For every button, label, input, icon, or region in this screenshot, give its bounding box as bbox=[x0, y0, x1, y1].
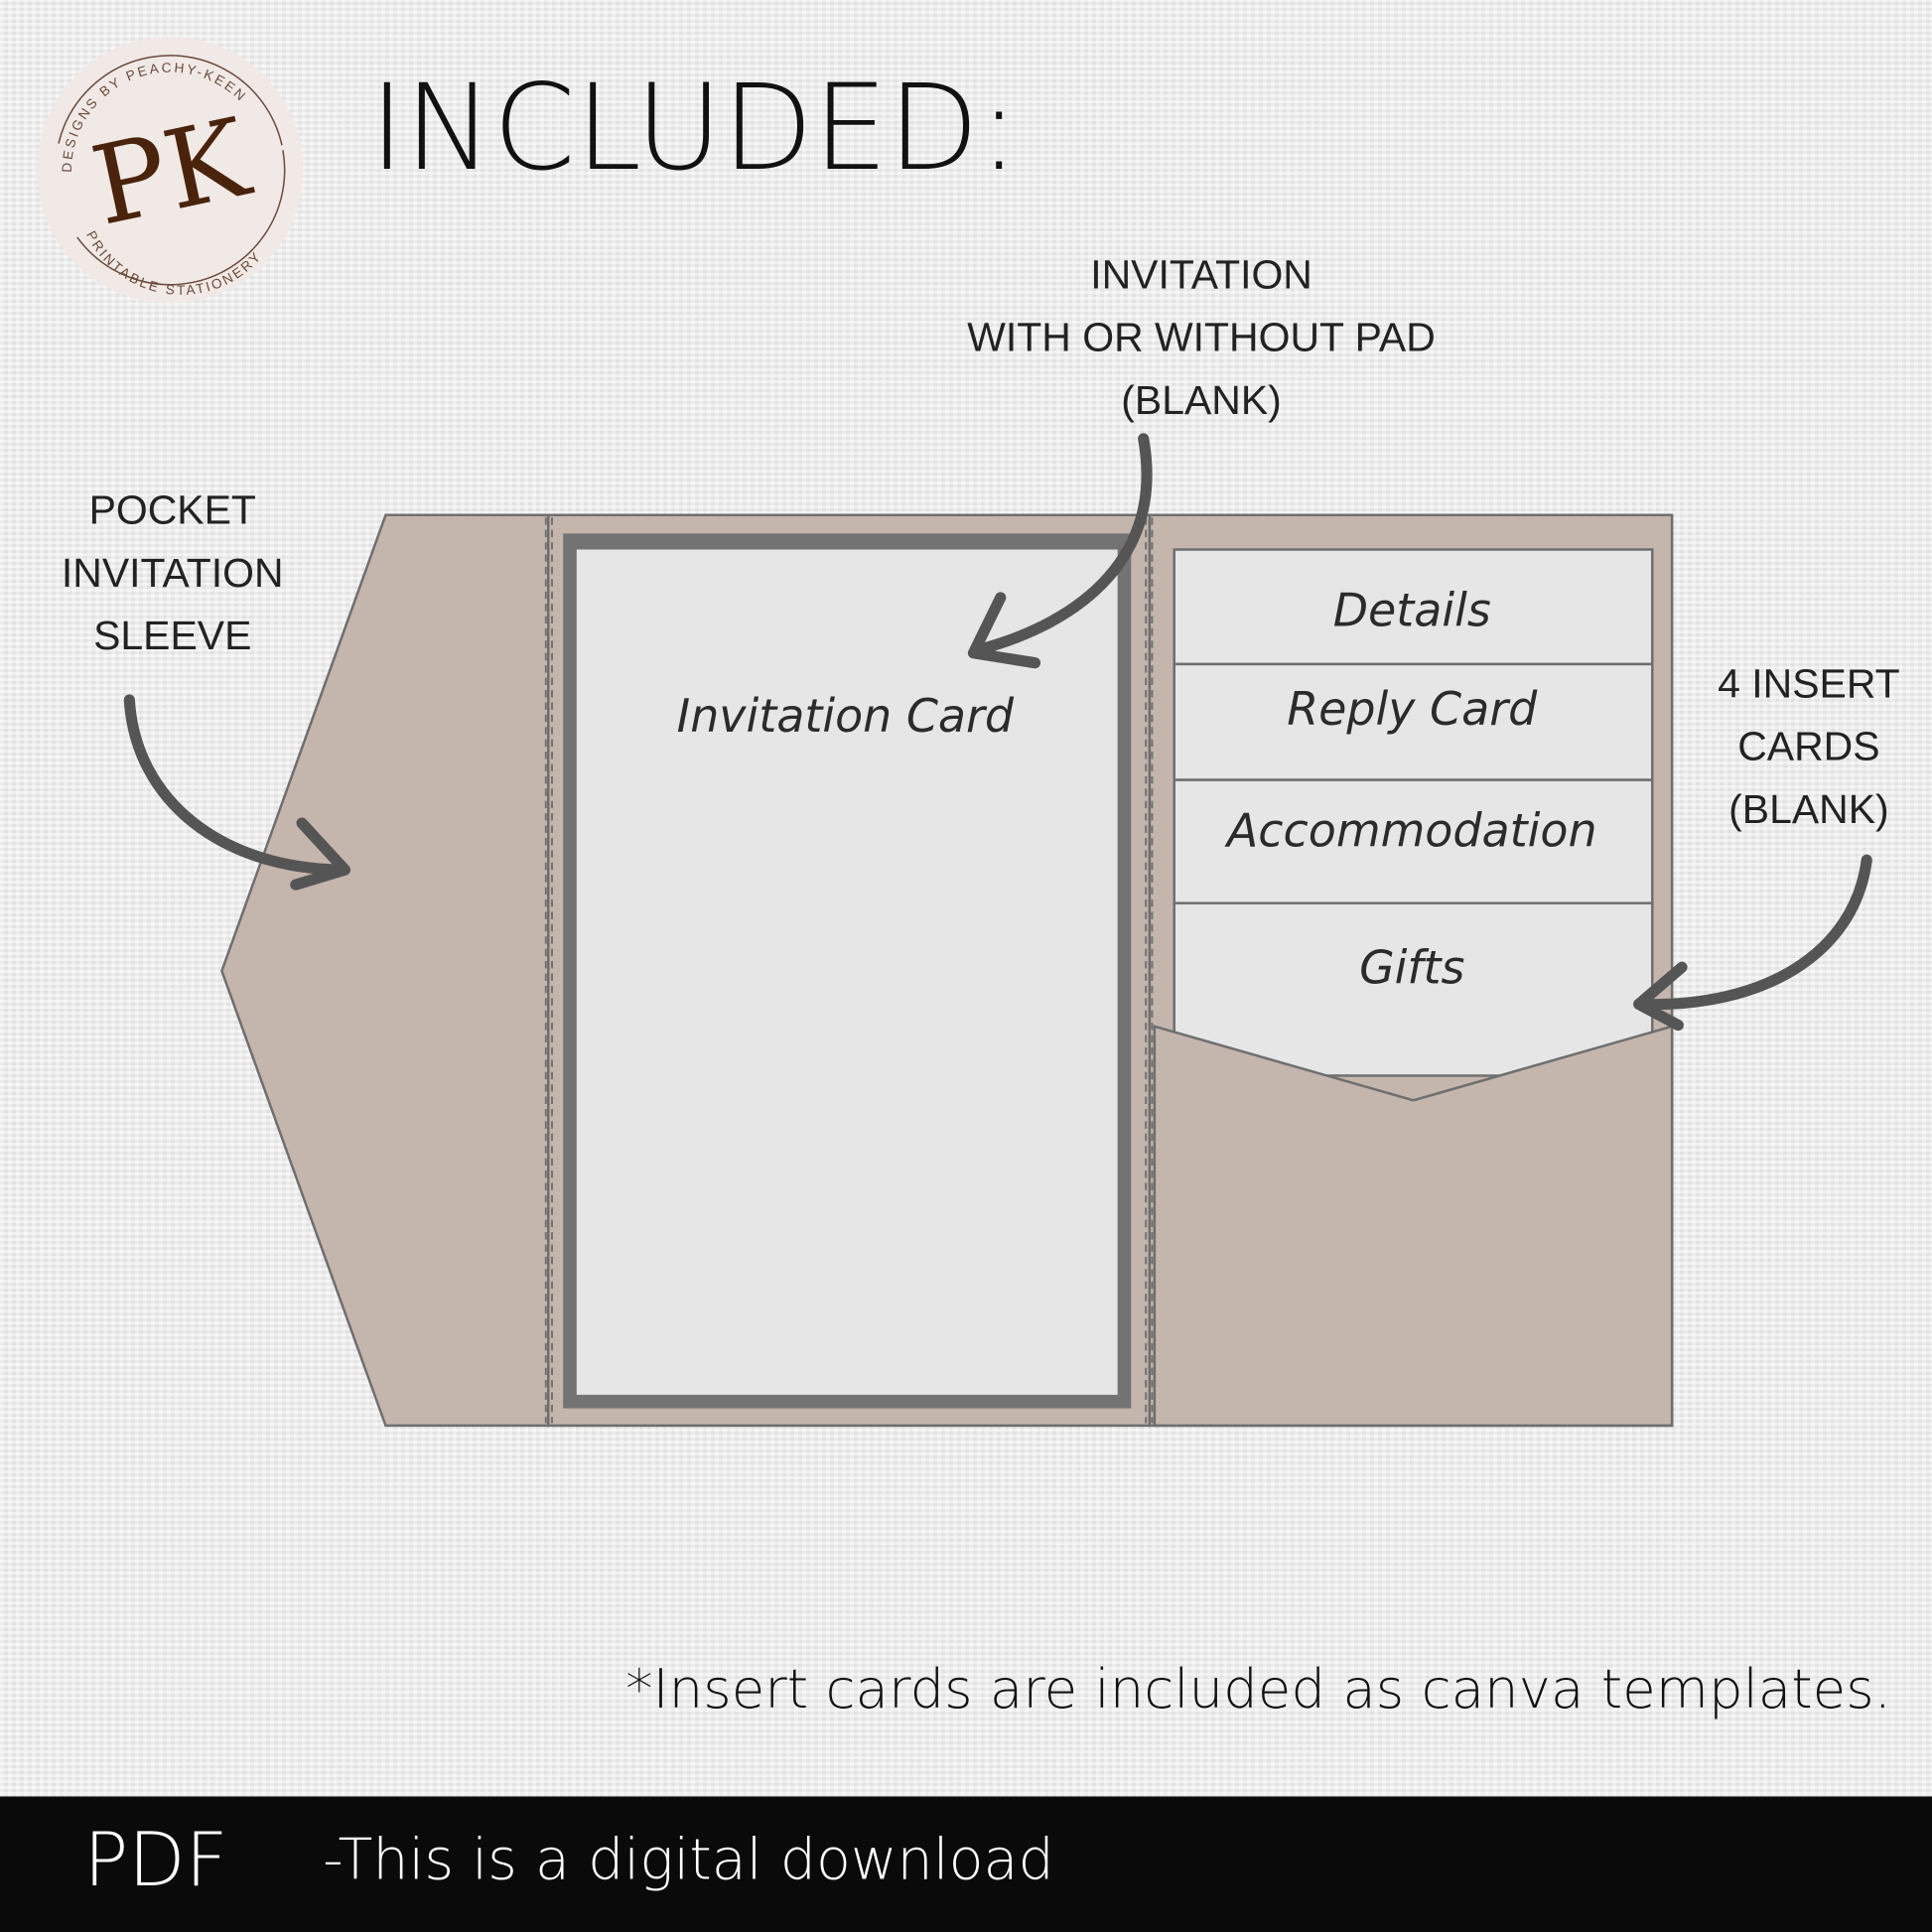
invitation-label-line3: (BLANK) bbox=[1121, 377, 1282, 423]
format-label: PDF bbox=[83, 1817, 227, 1903]
brand-logo: DESIGNS BY PEACHY-KEEN PRINTABLE STATION… bbox=[37, 37, 304, 304]
sleeve-label-line3: SLEEVE bbox=[93, 613, 251, 658]
sleeve-label-line1: POCKET bbox=[89, 486, 256, 532]
insert-cards bbox=[1173, 548, 1654, 1077]
arrow-icon bbox=[123, 694, 351, 891]
invitation-label-line2: WITH OR WITHOUT PAD bbox=[967, 315, 1435, 360]
invitation-label-line1: INVITATION bbox=[1090, 251, 1312, 297]
arrow-icon bbox=[967, 433, 1153, 669]
insert-card-reply: Reply Card bbox=[1287, 682, 1538, 736]
fold-lines bbox=[544, 517, 1154, 1424]
page-title: INCLUDED: bbox=[369, 60, 1019, 198]
insert-card-details: Details bbox=[1333, 583, 1491, 636]
inserts-label-line2: CARDS bbox=[1737, 724, 1879, 769]
inserts-label-line3: (BLANK) bbox=[1728, 786, 1889, 832]
footnote: *Insert cards are included as canva temp… bbox=[625, 1657, 1891, 1721]
inserts-label-line1: 4 INSERT bbox=[1718, 660, 1900, 706]
footer-bar bbox=[0, 1796, 1932, 1932]
sleeve-label-line2: INVITATION bbox=[62, 550, 284, 596]
insert-card-accommodation: Accommodation bbox=[1224, 804, 1597, 858]
invitation-card-label: Invitation Card bbox=[677, 689, 1015, 743]
pocket-flap bbox=[1153, 1025, 1674, 1428]
insert-card-gifts: Gifts bbox=[1359, 940, 1464, 994]
download-note: -This is a digital download bbox=[323, 1828, 1054, 1893]
arrow-icon bbox=[1633, 854, 1872, 1032]
invitation-card: Invitation Card bbox=[563, 533, 1132, 1409]
